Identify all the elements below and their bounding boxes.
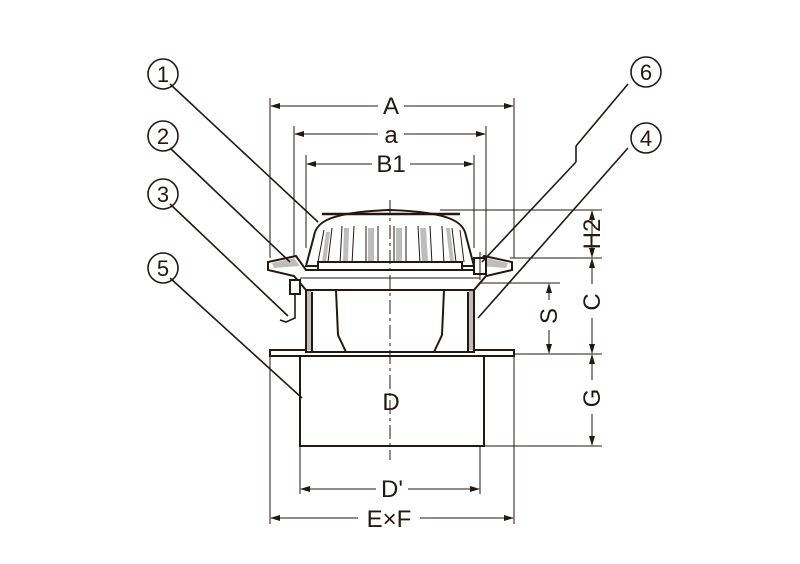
dim-label-D: D <box>382 389 399 416</box>
callout-1-label: 1 <box>157 62 169 87</box>
dim-label-ExF: E×F <box>367 506 412 533</box>
leader-lines <box>169 83 629 399</box>
callout-4-label: 4 <box>640 126 652 151</box>
callout-2-label: 2 <box>157 124 169 149</box>
dim-label-C: C <box>579 293 606 310</box>
callout-6: 6 <box>630 56 662 88</box>
callout-6-label: 6 <box>640 60 652 85</box>
callout-5-label: 5 <box>157 256 169 281</box>
callout-5: 5 <box>147 252 179 284</box>
clamp-hook <box>279 279 301 323</box>
dim-label-H2: H2 <box>579 219 606 250</box>
drain-assembly <box>267 200 515 460</box>
dimension-labels: A a B1 D D' E×F H2 C S G <box>367 93 606 533</box>
callout-3: 3 <box>147 178 179 210</box>
callout-1: 1 <box>147 58 179 90</box>
dim-label-a: a <box>384 122 398 149</box>
dim-label-B1: B1 <box>376 151 405 178</box>
grate-slots <box>317 225 465 265</box>
callout-4: 4 <box>630 122 662 154</box>
dim-label-A: A <box>383 93 399 120</box>
dim-label-S: S <box>536 308 563 324</box>
callout-3-label: 3 <box>157 182 169 207</box>
dim-label-D-prime: D' <box>381 476 403 503</box>
dim-label-G: G <box>579 389 606 408</box>
sleeve-flange <box>269 349 515 447</box>
callout-2: 2 <box>147 120 179 152</box>
